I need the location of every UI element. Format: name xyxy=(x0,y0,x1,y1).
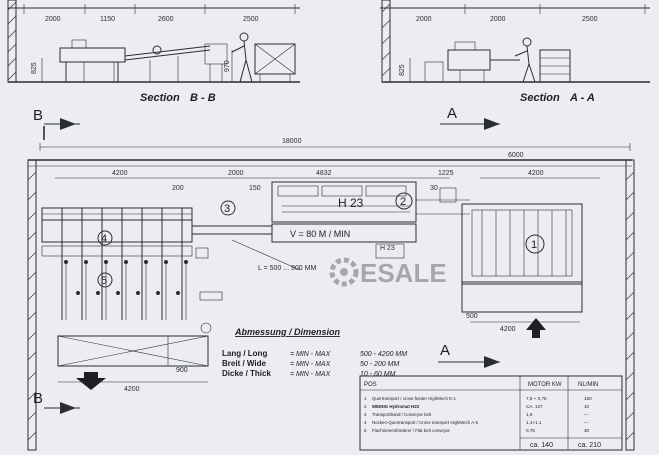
legend-item-kw: 1,1+1,1 xyxy=(526,420,542,425)
machine-name: H 23 xyxy=(338,196,364,210)
plan-view: 18000 6000 4200 2000 4832 1225 4200 200 … xyxy=(27,138,635,451)
dimension-heading: Abmessung / Dimension xyxy=(234,327,341,337)
legend-item-nl: --- xyxy=(584,412,589,417)
dim-row-label-1: Breit / Wide xyxy=(222,359,266,368)
svg-text:B: B xyxy=(33,107,43,124)
legend-item-nl: 150 xyxy=(584,396,592,401)
section-aa-dim-3: 2500 xyxy=(582,16,598,23)
watermark-text: ESALE xyxy=(360,258,447,288)
dim-900: 900 xyxy=(176,367,188,374)
top-dim-4200-left: 4200 xyxy=(112,170,128,177)
svg-text:A: A xyxy=(447,105,457,122)
section-bb-letter: B - B xyxy=(190,92,216,104)
legend-item-text: Transportband / Conveyor belt xyxy=(372,412,432,417)
legend-item-nl: --- xyxy=(584,420,589,425)
section-aa-view: 2000 2000 2500 825 Section A - A xyxy=(380,0,650,104)
dim-row-range-0: 500 - 4200 MM xyxy=(360,351,407,358)
watermark: ESALE xyxy=(329,257,447,288)
legend-item-n: 2 xyxy=(364,404,367,409)
section-aa-dim-2: 2000 xyxy=(490,16,506,23)
section-aa-letter: A - A xyxy=(569,92,595,104)
small-dim-30: 30 xyxy=(430,185,438,192)
top-dim-4832: 4832 xyxy=(316,170,332,177)
dim-4200-left-bottom: 4200 xyxy=(124,386,140,393)
station-number-5: 5 xyxy=(101,275,107,287)
legend-item-kw: 0,75 xyxy=(526,428,535,433)
dim-row-label-0: Lang / Long xyxy=(222,349,267,358)
length-note: L = 500 ... 900 MM xyxy=(258,265,316,272)
outfeed-arrow xyxy=(76,372,106,390)
section-aa-title: Section xyxy=(520,92,560,104)
overall-length-dim: 18000 xyxy=(282,138,302,145)
dim-row-range-2: 10 - 60 MM xyxy=(360,371,396,378)
section-bb-height-825: 825 xyxy=(31,62,38,74)
legend-item-kw: CA. 127 xyxy=(526,404,543,409)
legend-item-text: WEINIG Hydromat H23 xyxy=(372,404,420,409)
section-bb-height-970: 970 xyxy=(224,60,231,72)
section-bb-dim-4: 2500 xyxy=(243,16,259,23)
legend-total-kw: ca. 140 xyxy=(530,442,553,449)
legend-item-nl: 10 xyxy=(584,404,590,409)
right-length-dim: 6000 xyxy=(508,152,524,159)
section-bb-title: Section xyxy=(140,92,180,104)
section-marker-b-bottom: B xyxy=(33,390,80,414)
small-dim-200: 200 xyxy=(172,185,184,192)
legend-col-motor: MOTOR KW xyxy=(528,382,562,388)
legend-pos-header: POS xyxy=(364,382,377,388)
dim-500: 500 xyxy=(466,313,478,320)
legend-item-n: 5 xyxy=(364,428,367,433)
dim-row-eq-0: = MIN - MAX xyxy=(290,351,331,358)
dim-row-eq-2: = MIN - MAX xyxy=(290,371,331,378)
section-bb-view: 2000 1150 2600 2500 825 970 xyxy=(7,0,300,104)
legend-item-kw: 1,5 xyxy=(526,412,533,417)
top-dim-1225: 1225 xyxy=(438,170,454,177)
dimension-block: Abmessung / Dimension Lang / Long = MIN … xyxy=(222,327,407,378)
section-aa-dim-1: 2000 xyxy=(416,16,432,23)
station-number-1: 1 xyxy=(531,239,537,251)
section-bb-dim-3: 2600 xyxy=(158,16,174,23)
section-aa-height-825: 825 xyxy=(399,64,406,76)
legend-total-nl: ca. 210 xyxy=(578,442,601,449)
section-marker-a-top: A xyxy=(440,105,500,130)
legend-item-n: 1 xyxy=(364,396,367,401)
feed-speed: V = 80 M / MIN xyxy=(290,229,350,239)
dim-4200-right-bottom: 4200 xyxy=(500,326,516,333)
section-bb-dim-1: 2000 xyxy=(45,16,61,23)
legend-item-text: Nocken-Quertransport / Cross transport H… xyxy=(372,420,478,425)
station-number-4: 4 xyxy=(101,233,107,245)
dim-row-label-2: Dicke / Thick xyxy=(222,369,271,378)
dim-row-range-1: 50 - 200 MM xyxy=(360,361,399,368)
legend-item-kw: 7,5 + 0,75 xyxy=(526,396,547,401)
legend-item-n: 3 xyxy=(364,412,367,417)
legend-col-nl: NL/MIN xyxy=(578,382,598,388)
legend-item-text: Flachriemenförderer / Flat belt conveyor xyxy=(372,428,450,433)
legend-item-n: 4 xyxy=(364,420,367,425)
top-dim-4200-right: 4200 xyxy=(528,170,544,177)
top-dim-2000: 2000 xyxy=(228,170,244,177)
infeed-arrow xyxy=(526,318,546,338)
station-number-2: 2 xyxy=(400,196,406,208)
section-marker-b-top: B xyxy=(33,107,80,140)
legend-item-nl: 30 xyxy=(584,428,590,433)
station-number-3: 3 xyxy=(224,203,230,215)
legend-item-text: Quertransport / cross feeder HighMech E-… xyxy=(372,396,457,401)
small-dim-150: 150 xyxy=(249,185,261,192)
section-bb-dim-2: 1150 xyxy=(100,16,115,23)
dim-row-eq-1: = MIN - MAX xyxy=(290,361,331,368)
legend-table: POS MOTOR KW NL/MIN 1 Quertransport / cr… xyxy=(359,375,623,451)
section-marker-a-mid: A xyxy=(438,342,500,368)
svg-text:A: A xyxy=(440,342,450,359)
svg-text:B: B xyxy=(33,390,43,407)
machine-name-small: H 23 xyxy=(380,245,395,252)
